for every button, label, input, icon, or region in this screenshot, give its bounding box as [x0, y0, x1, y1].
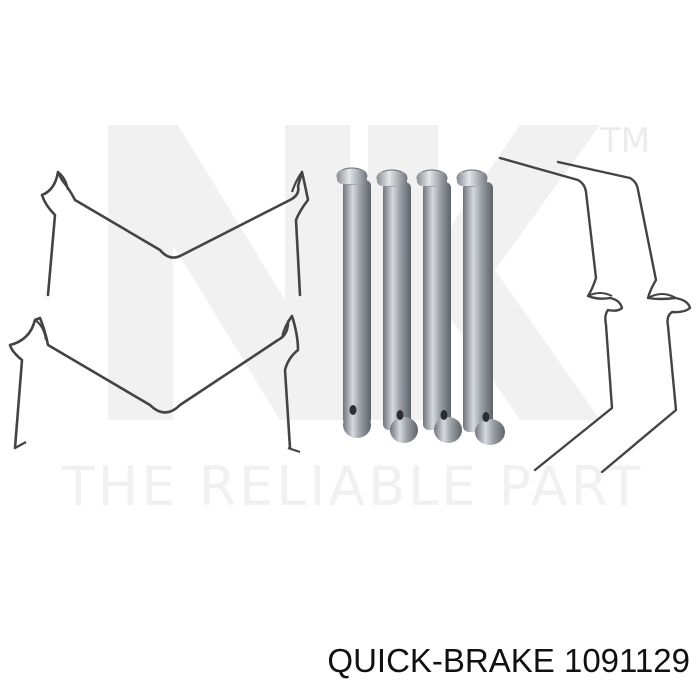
product-caption: QUICK-BRAKE 1091129 [327, 642, 690, 679]
guide-pin-4 [456, 169, 505, 445]
retaining-wire-2 [556, 160, 692, 474]
guide-pin-1 [336, 167, 371, 438]
trademark-mark: TM [599, 121, 650, 161]
guide-pin-2 [376, 169, 418, 443]
anti-rattle-spring-upper [40, 170, 310, 297]
anti-rattle-spring-lower [8, 314, 300, 450]
retaining-wire-1 [498, 156, 624, 472]
guide-pin-3 [416, 169, 462, 443]
watermark-slogan: THE RELIABLE PART [61, 455, 644, 518]
